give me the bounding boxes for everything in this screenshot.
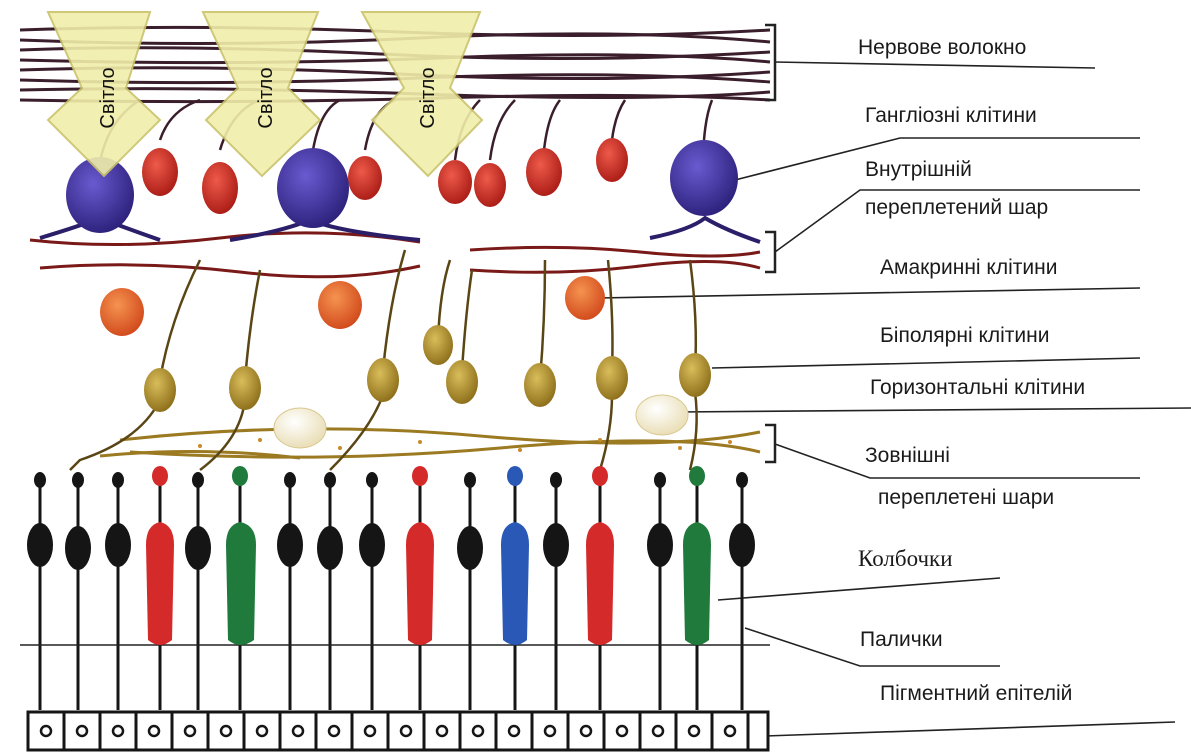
ganglion-dendrites [40,218,760,242]
amacrine-cells [100,276,605,336]
cone-cells [146,466,711,645]
label-inner-plexiform-1: Внутрішній [865,158,972,181]
label-horizontal: Горизонтальні клітини [870,376,1085,399]
bipolar-cells [144,325,711,412]
label-outer-plexiform-2: переплетені шари [878,486,1054,509]
label-inner-plexiform-2: переплетений шар [865,196,1048,219]
label-pigment: Пігментний епітелій [880,682,1072,705]
ganglion-cells-red [142,138,628,214]
label-amacrine: Амакринні клітини [880,256,1057,279]
label-outer-plexiform-1: Зовнішні [865,444,950,467]
light-label: Світло [255,67,277,128]
label-cones: Колбочки [858,546,953,571]
light-label: Світло [97,67,119,128]
label-bipolar: Біполярні клітини [880,324,1049,347]
label-ganglion: Гангліозні клітини [865,104,1037,127]
light-arrow-1: Світло [48,12,160,176]
label-nerve-fiber: Нервове волокно [858,36,1026,59]
pigment-epithelium [28,712,768,750]
rod-cells [27,472,755,570]
labels: Нервове волокно Гангліозні клітини Внутр… [858,36,1085,705]
light-label: Світло [417,67,439,128]
layer-brackets [765,25,775,462]
photoreceptor-stalks [40,480,742,710]
label-rods: Палички [860,628,943,651]
